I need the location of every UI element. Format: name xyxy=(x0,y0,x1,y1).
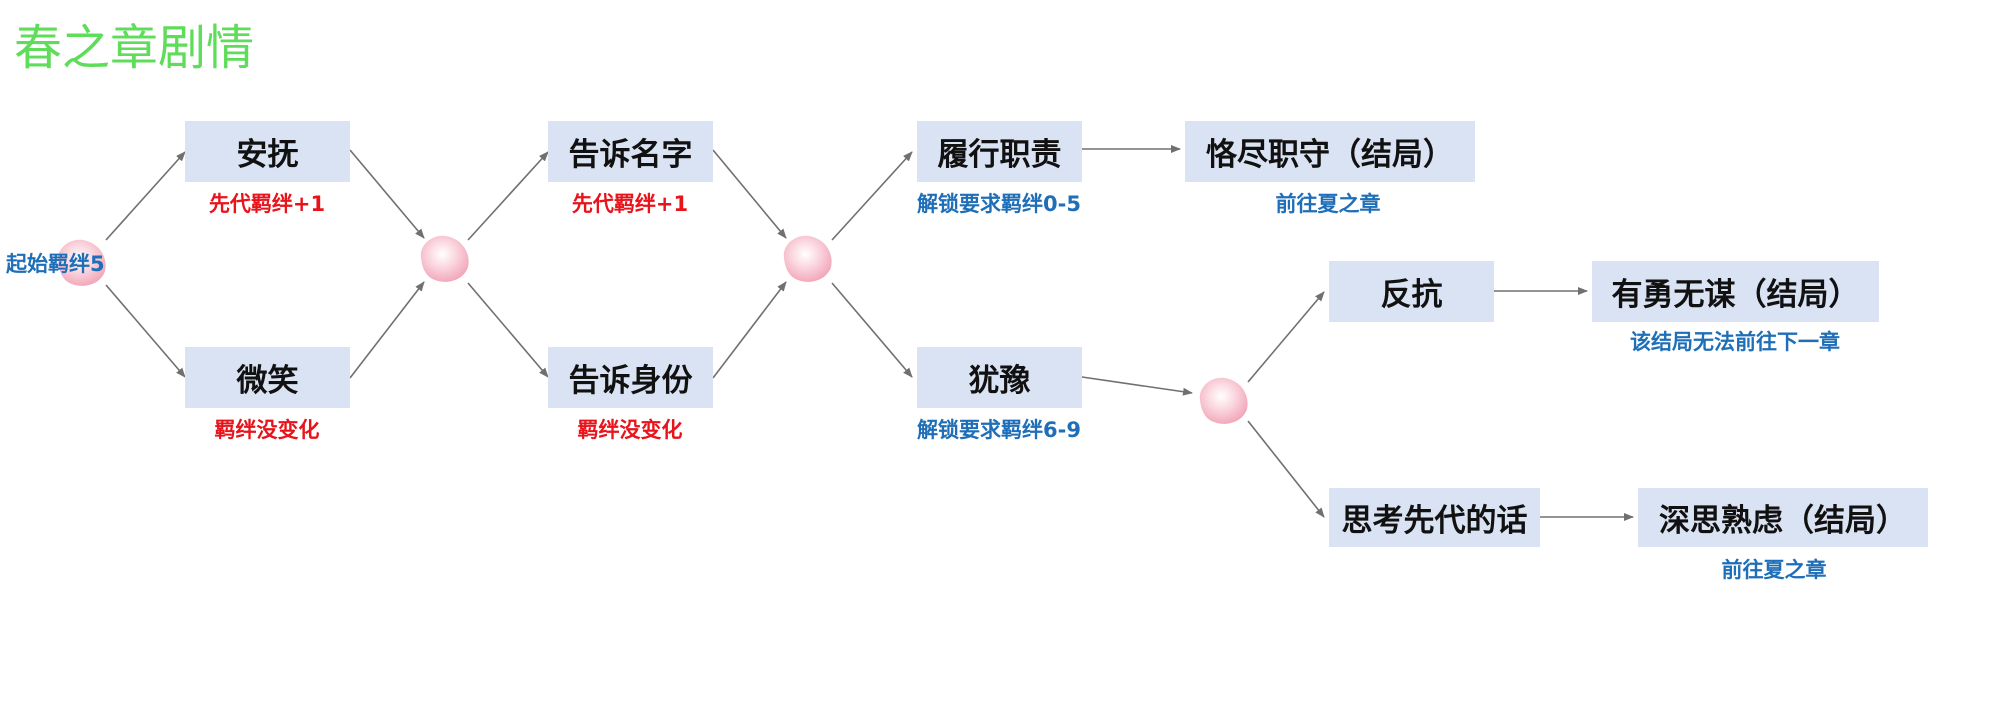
cherry-petal-icon xyxy=(783,235,832,282)
node-youyong-wumou-ending: 有勇无谋（结局） xyxy=(1592,261,1879,322)
page-title: 春之章剧情 xyxy=(14,20,255,76)
note-youyong-wumou: 该结局无法前往下一章 xyxy=(1630,330,1840,354)
note-gaosu-mingzi: 先代羁绊+1 xyxy=(571,192,689,216)
cherry-petal-icon xyxy=(57,239,106,286)
arrow-junction-to-mingzi xyxy=(467,151,549,241)
arrow-junction-to-shenfen xyxy=(467,282,549,378)
note-lvxing-zhize: 解锁要求羁绊0-5 xyxy=(917,192,1081,216)
node-gaosu-shenfen: 告诉身份 xyxy=(548,347,713,408)
arrow-junction-to-youyu xyxy=(831,282,913,378)
arrow-junction-to-lvxing xyxy=(831,151,913,241)
note-gaosu-shenfen: 羁绊没变化 xyxy=(577,418,683,442)
node-gaosu-mingzi: 告诉名字 xyxy=(548,121,713,182)
cherry-petal-icon xyxy=(420,235,469,282)
node-fankang: 反抗 xyxy=(1329,261,1494,322)
arrow-junction-to-fankang xyxy=(1247,291,1325,383)
start-bond-label: 起始羁绊5 xyxy=(6,252,105,276)
note-kejin-zhishou: 前往夏之章 xyxy=(1275,192,1381,216)
note-anfu: 先代羁绊+1 xyxy=(208,192,326,216)
node-lvxing-zhize: 履行职责 xyxy=(917,121,1082,182)
node-weixiao: 微笑 xyxy=(185,347,350,408)
note-youyu: 解锁要求羁绊6-9 xyxy=(917,418,1081,442)
note-shensi-shulv: 前往夏之章 xyxy=(1721,558,1827,582)
note-weixiao: 羁绊没变化 xyxy=(214,418,320,442)
arrow-shenfen-to-junction xyxy=(712,281,787,379)
arrow-youyu-to-junction xyxy=(1081,376,1193,396)
node-sikao-xiandai: 思考先代的话 xyxy=(1329,488,1540,547)
arrow-start-to-weixiao xyxy=(105,284,186,378)
arrow-lines xyxy=(105,145,1634,521)
node-anfu: 安抚 xyxy=(185,121,350,182)
arrow-start-to-anfu xyxy=(105,151,186,241)
arrow-anfu-to-junction xyxy=(349,149,425,239)
arrow-junction-to-sikao xyxy=(1247,420,1325,518)
arrow-weixiao-to-junction xyxy=(349,281,425,379)
arrow-mingzi-to-junction xyxy=(712,149,787,239)
cherry-petal-icon xyxy=(1199,377,1248,424)
node-youyu: 犹豫 xyxy=(917,347,1082,408)
node-shensi-shulv-ending: 深思熟虑（结局） xyxy=(1638,488,1928,547)
node-kejin-zhishou-ending: 恪尽职守（结局） xyxy=(1185,121,1475,182)
